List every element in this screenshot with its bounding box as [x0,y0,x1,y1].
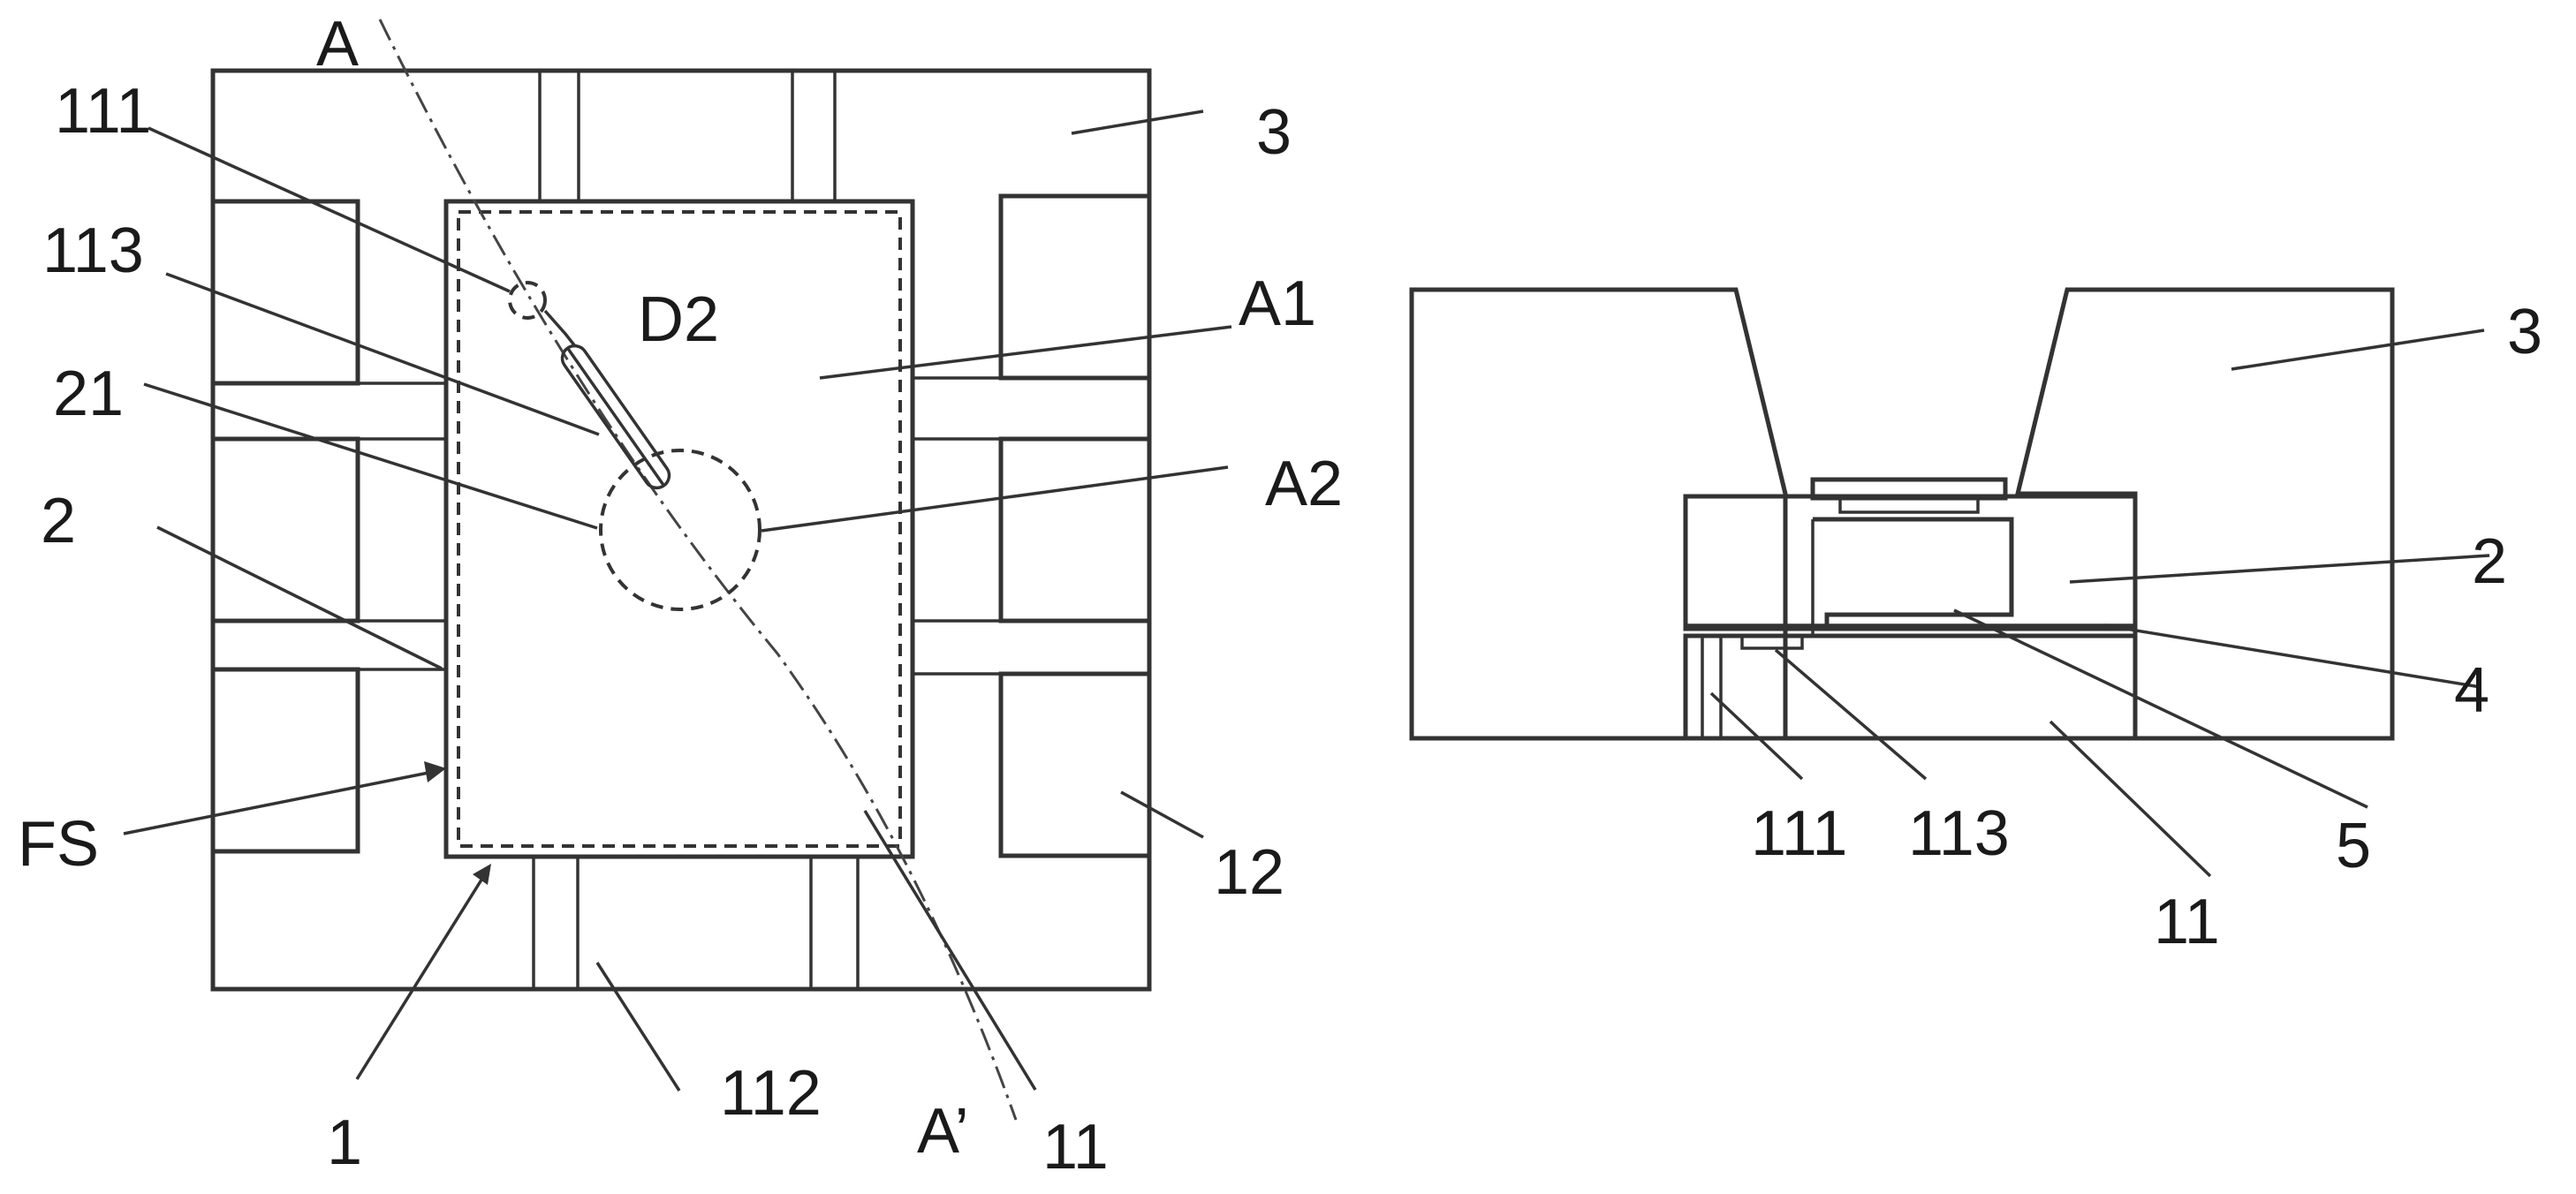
inner-element-step [1742,519,1813,636]
leader-11 [865,811,1035,1090]
leader-a1 [820,327,1231,378]
right-pad [1001,674,1149,856]
leader-fs [124,772,433,834]
leader-111 [148,128,510,291]
via-connector [545,311,575,346]
label-a-prime: A’ [917,1096,969,1167]
inner-element [1813,519,2012,629]
label-a: A [316,9,359,79]
label-d2: D2 [638,284,719,355]
label-cs-2: 2 [2472,526,2507,597]
leader-cs-2 [2070,555,2489,582]
leader-112 [597,963,679,1091]
bottom-block-11 [1686,636,2135,738]
label-2: 2 [41,486,76,556]
label-12: 12 [1214,837,1284,908]
mold-body [1412,290,1785,738]
left-pad [213,201,358,383]
label-113: 113 [42,215,144,286]
leader-cs-11 [2050,722,2210,876]
leader-2 [157,527,442,669]
label-cs-4: 4 [2454,655,2489,726]
right-pad [1001,439,1149,621]
top-view: A 111 113 21 2 FS 1 112 A’ 11 D2 A1 A2 3… [18,9,1343,1183]
label-a1: A1 [1239,268,1316,339]
label-21: 21 [53,359,124,429]
label-cs-5: 5 [2336,811,2371,881]
label-3: 3 [1256,97,1292,168]
label-cs-111: 111 [1751,798,1847,869]
leader-12 [1121,792,1203,837]
mold-cavity-line [2018,290,2067,496]
label-111: 111 [55,76,151,147]
label-1: 1 [327,1107,362,1178]
left-pad [213,669,358,851]
die-body [1686,496,2135,629]
label-a2: A2 [1265,449,1343,519]
label-112: 112 [720,1058,822,1129]
area-a2-circle [601,450,760,609]
leader-cs-4 [2104,625,2481,687]
arrowhead-fs [424,761,446,782]
cross-section-view: 3 2 4 5 11 111 113 [1412,290,2542,957]
label-cs-113: 113 [1908,798,2010,869]
left-pad [213,439,358,621]
label-cs-11: 11 [2154,887,2220,957]
leader-a2 [761,467,1228,531]
right-pad [1001,196,1149,378]
leader-1 [357,877,483,1079]
section-line-a-a-prime [380,19,1016,1120]
leader-3 [1072,111,1203,133]
leader-cs-113 [1776,650,1926,779]
trace-113 [557,341,674,493]
label-11: 11 [1042,1112,1109,1183]
leader-cs-3 [2231,330,2484,369]
label-cs-3: 3 [2507,297,2542,367]
mold-body [2018,290,2392,738]
label-fs: FS [18,809,99,880]
mold-cavity-line [1736,290,1785,496]
leader-cs-5 [1954,610,2368,807]
